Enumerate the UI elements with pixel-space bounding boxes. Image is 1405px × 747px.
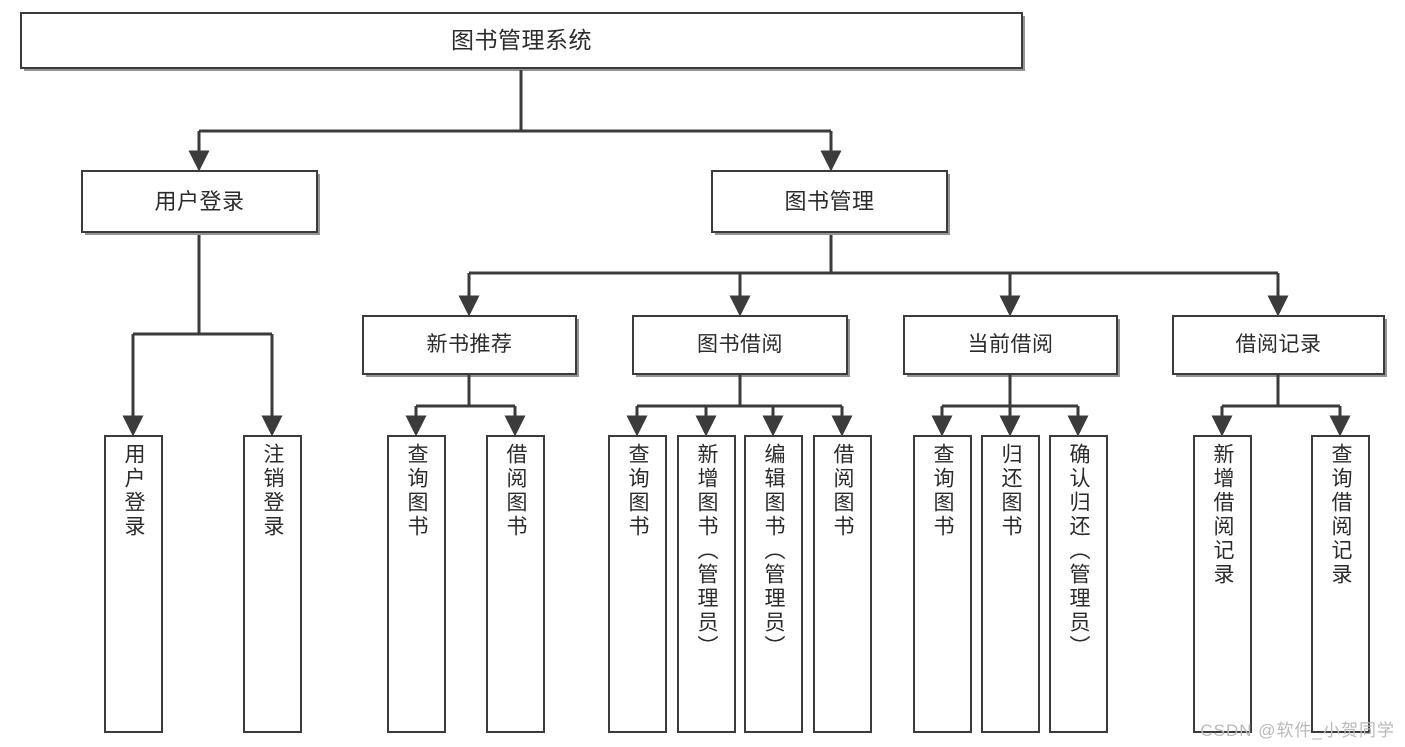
node-label: 当前借阅 [967, 332, 1054, 356]
node-label: 用户登录 [122, 443, 146, 539]
node-leaf-user-login[interactable]: 用户登录 [104, 435, 163, 733]
node-label: 图书管理系统 [451, 26, 592, 53]
node-leaf-query-book-recommend[interactable]: 查询图书 [387, 435, 446, 733]
node-label: 编辑图书（管理员） [762, 443, 786, 659]
node-label: 查询图书 [626, 443, 650, 539]
node-label: 借阅记录 [1235, 332, 1322, 356]
node-label: 新增图书（管理员） [695, 443, 719, 659]
node-root-book-management-system[interactable]: 图书管理系统 [20, 12, 1023, 69]
node-leaf-query-book-current[interactable]: 查询图书 [913, 435, 972, 733]
node-label: 注销登录 [261, 443, 285, 539]
node-label: 图书借阅 [697, 332, 783, 356]
node-label: 图书管理 [784, 188, 875, 214]
node-label: 确认归还（管理员） [1067, 443, 1091, 659]
node-leaf-query-borrow-record[interactable]: 查询借阅记录 [1311, 435, 1370, 733]
node-borrow-record[interactable]: 借阅记录 [1172, 315, 1385, 375]
node-leaf-borrow-book-recommend[interactable]: 借阅图书 [486, 435, 545, 733]
node-leaf-query-book-borrow[interactable]: 查询图书 [608, 435, 667, 733]
node-book-management[interactable]: 图书管理 [711, 170, 948, 233]
node-leaf-edit-book-admin[interactable]: 编辑图书（管理员） [744, 435, 803, 733]
node-label: 查询图书 [931, 443, 955, 539]
node-leaf-add-borrow-record[interactable]: 新增借阅记录 [1193, 435, 1252, 733]
node-label: 新增借阅记录 [1211, 443, 1235, 587]
node-current-borrow[interactable]: 当前借阅 [903, 315, 1118, 375]
node-label: 借阅图书 [831, 443, 855, 539]
node-leaf-add-book-admin[interactable]: 新增图书（管理员） [677, 435, 736, 733]
node-label: 归还图书 [999, 443, 1023, 539]
node-user-login[interactable]: 用户登录 [81, 170, 318, 233]
node-leaf-borrow-book[interactable]: 借阅图书 [813, 435, 872, 733]
node-label: 查询图书 [405, 443, 429, 539]
node-book-borrow[interactable]: 图书借阅 [632, 315, 848, 375]
node-label: 新书推荐 [426, 332, 513, 356]
node-label: 查询借阅记录 [1329, 443, 1353, 587]
node-leaf-return-book[interactable]: 归还图书 [981, 435, 1040, 733]
node-label: 用户登录 [154, 188, 245, 214]
watermark: CSDN @软件_小贺同学 [1200, 721, 1395, 740]
node-new-book-recommend[interactable]: 新书推荐 [362, 315, 577, 375]
node-leaf-confirm-return-admin[interactable]: 确认归还（管理员） [1049, 435, 1108, 733]
node-leaf-user-logout[interactable]: 注销登录 [243, 435, 302, 733]
node-label: 借阅图书 [504, 443, 528, 539]
